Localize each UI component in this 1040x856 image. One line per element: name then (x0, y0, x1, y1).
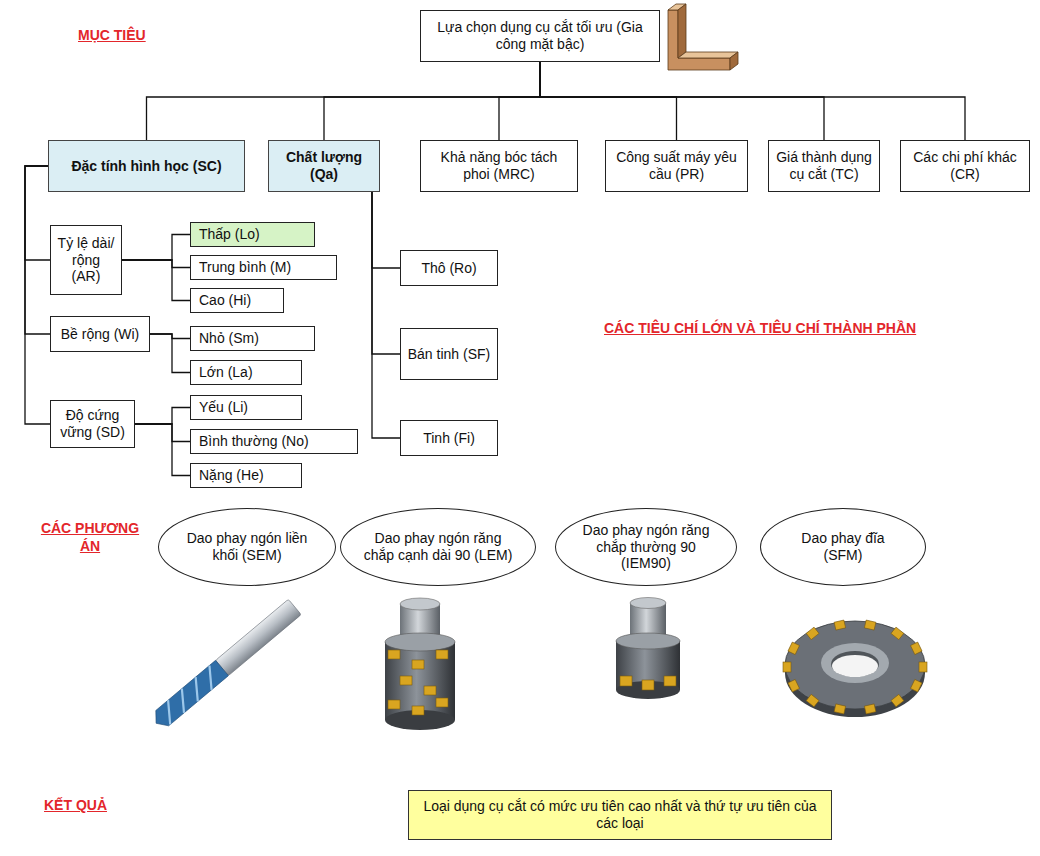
node-text: Thấp (Lo) (199, 226, 260, 243)
connector-line (135, 424, 190, 476)
level-box: Bình thường (No) (190, 429, 358, 454)
connector-line (25, 166, 50, 260)
option-oval: Dao phay ngón răng chắp thường 90 (IEM90… (555, 508, 737, 586)
node-text: Cao (Hi) (199, 292, 251, 309)
node-text: Dao phay ngón răng chắp thường 90 (IEM90… (578, 522, 714, 572)
connector-line (499, 62, 540, 140)
level-box: Yếu (Li) (190, 395, 302, 420)
connector-line (135, 408, 190, 425)
subcriterion-box: Bán tinh (SF) (400, 328, 498, 380)
connector-line (540, 62, 965, 140)
node-text: Dao phay ngón răng chắp cạnh dài 90 (LEM… (363, 530, 513, 564)
node-text: Các chi phí khác (CR) (907, 149, 1023, 183)
connector-line (150, 334, 190, 339)
cutting-inserts (388, 620, 927, 715)
connector-line (150, 334, 190, 373)
connector-line (372, 192, 400, 438)
node-text: Tỷ lệ dài/ rộng (AR) (57, 235, 115, 285)
connector-line (372, 192, 400, 268)
section-heading: KẾT QUẢ (44, 797, 107, 815)
side-face-mill (785, 621, 925, 717)
connector-line (135, 424, 190, 442)
level-box: Lớn (La) (190, 360, 302, 385)
connector-line (324, 62, 540, 140)
node-text: Trung bình (M) (199, 259, 291, 276)
node-text: Khả năng bóc tách phoi (MRC) (427, 149, 571, 183)
level-box: Nhỏ (Sm) (190, 326, 315, 351)
long-edge-indexable-mill (385, 598, 455, 730)
criterion-box: Giá thành dụng cụ cắt (TC) (768, 140, 880, 192)
section-heading: CÁC TIÊU CHÍ LỚN VÀ TIÊU CHÍ THÀNH PHẦN (604, 320, 916, 338)
criterion-box: Đặc tính hình học (SC) (48, 140, 245, 192)
subcriterion-box: Thô (Ro) (400, 250, 498, 286)
node-text: Lớn (La) (199, 364, 253, 381)
connector-line (122, 260, 190, 301)
connector-line (540, 62, 677, 140)
level-box: Thấp (Lo) (190, 222, 315, 247)
subcriterion-box: Tinh (Fi) (400, 420, 498, 456)
criterion-box: Chất lượng (Qa) (268, 140, 380, 192)
result-box: Loại dụng cụ cắt có mức ưu tiên cao nhất… (408, 790, 832, 840)
node-text: Nặng (He) (199, 467, 264, 484)
criterion-box: Khả năng bóc tách phoi (MRC) (420, 140, 578, 192)
connector-line (122, 235, 190, 261)
node-text: Bề rộng (Wi) (61, 326, 140, 343)
subcriterion-box: Bề rộng (Wi) (50, 316, 150, 352)
node-text: Chất lượng (Qa) (275, 149, 373, 183)
criterion-box: Công suất máy yêu cầu (PR) (605, 140, 748, 192)
connector-line (25, 166, 50, 424)
level-box: Trung bình (M) (190, 255, 337, 280)
indexable-end-mill-90 (616, 598, 680, 700)
option-oval: Dao phay ngón liền khối (SEM) (158, 508, 336, 586)
connector-line (25, 166, 50, 334)
option-oval: Dao phay ngón răng chắp cạnh dài 90 (LEM… (340, 508, 536, 586)
node-text: Dao phay đĩa (SFM) (783, 530, 903, 564)
node-text: Độ cứng vững (SD) (57, 407, 128, 441)
option-oval: Dao phay đĩa (SFM) (760, 508, 926, 586)
connector-line (540, 62, 824, 140)
node-text: Bình thường (No) (199, 433, 309, 450)
connector-line (147, 62, 541, 140)
node-text: Đặc tính hình học (SC) (71, 158, 221, 175)
node-text: Công suất máy yêu cầu (PR) (612, 149, 741, 183)
subcriterion-box: Độ cứng vững (SD) (50, 400, 135, 448)
section-heading: MỤC TIÊU (78, 27, 146, 45)
connector-line (372, 192, 400, 354)
node-text: Yếu (Li) (199, 399, 248, 416)
subcriterion-box: Tỷ lệ dài/ rộng (AR) (50, 225, 122, 295)
node-text: Tinh (Fi) (423, 430, 475, 447)
section-heading: CÁC PHƯƠNG ÁN (34, 520, 146, 555)
node-text: Thô (Ro) (421, 260, 476, 277)
criterion-box: Các chi phí khác (CR) (900, 140, 1030, 192)
node-text: Dao phay ngón liền khối (SEM) (181, 530, 313, 564)
node-text: Loại dụng cụ cắt có mức ưu tiên cao nhất… (415, 798, 825, 832)
node-text: Giá thành dụng cụ cắt (TC) (775, 149, 873, 183)
node-text: Bán tinh (SF) (408, 346, 490, 363)
level-box: Nặng (He) (190, 463, 302, 488)
connector-line (122, 260, 190, 268)
workpiece-bracket (668, 4, 738, 70)
goal-box: Lựa chọn dụng cụ cắt tối ưu (Gia công mặ… (420, 10, 660, 62)
node-text: Nhỏ (Sm) (199, 330, 259, 347)
node-text: Lựa chọn dụng cụ cắt tối ưu (Gia công mặ… (427, 19, 653, 53)
level-box: Cao (Hi) (190, 288, 284, 313)
solid-end-mill (150, 599, 302, 731)
